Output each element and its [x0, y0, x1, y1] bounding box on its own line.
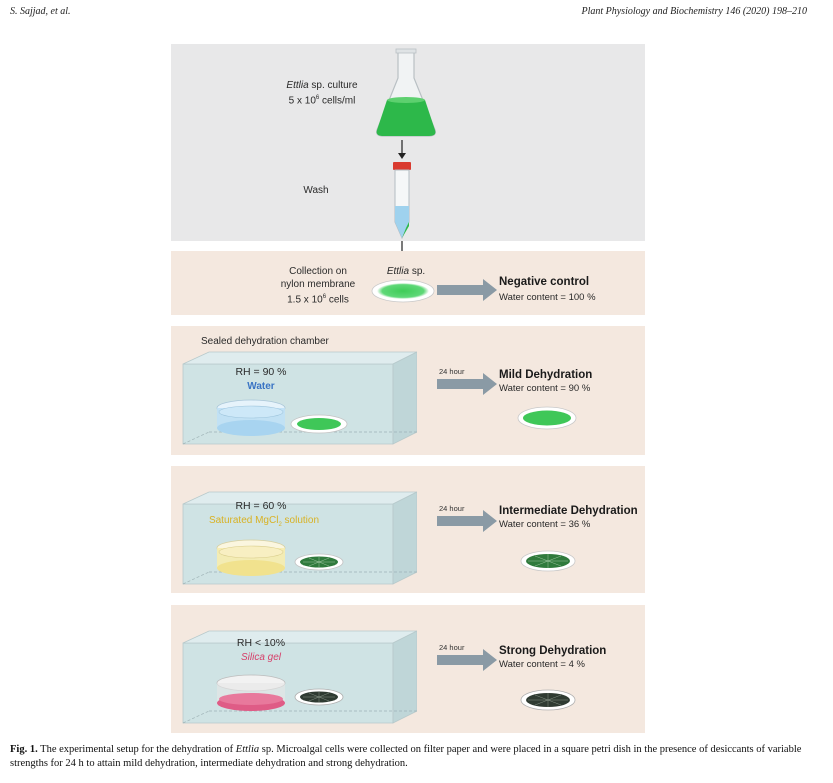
water-desiccant-label: Water	[247, 381, 275, 392]
centrifuge-tube-icon	[393, 162, 411, 240]
mgcl-desiccant-label: Saturated MgCl2 solution	[208, 515, 320, 528]
duration-label: 24 hour	[439, 504, 465, 513]
right-arrow-icon	[437, 373, 497, 395]
panel-culture-wash: Ettlia sp. culture 5 x 106 cells/ml Wash	[171, 44, 645, 262]
right-arrow-icon	[437, 510, 497, 532]
panel-intermediate: RH = 60 % Saturated MgCl2 solution 24 ho…	[171, 466, 645, 593]
running-header-journal: Plant Physiology and Biochemistry 146 (2…	[581, 6, 807, 17]
down-arrow-icon	[398, 140, 406, 159]
panel-collection: Collection on nylon membrane 1.5 x 106 c…	[171, 251, 645, 315]
panel-strong: RH < 10% Silica gel 24 hour Strong Dehyd…	[171, 605, 645, 733]
right-arrow-icon	[437, 279, 497, 301]
right-arrow-icon	[437, 649, 497, 671]
dehydration-chamber-icon	[182, 351, 417, 445]
silica-desiccant-label: Silica gel	[240, 652, 282, 663]
running-header-authors: S. Sajjad, et al.	[10, 6, 71, 17]
rh-10-label: RH < 10%	[236, 637, 286, 649]
species-label: Ettlia sp.	[386, 266, 426, 277]
membrane-icon	[371, 279, 435, 303]
wash-label: Wash	[303, 185, 329, 196]
panel-mild: Sealed dehydration chamber RH = 90 % Wat…	[171, 326, 645, 455]
chamber-label: Sealed dehydration chamber	[201, 336, 329, 347]
intermediate-dehydration-title: Intermediate Dehydration	[499, 505, 638, 517]
strong-dehydration-water: Water content = 4 %	[499, 659, 585, 670]
negative-control-title: Negative control	[499, 276, 590, 288]
mild-dehydration-water: Water content = 90 %	[499, 383, 591, 394]
membrane-icon	[520, 689, 576, 711]
culture-label: Ettlia sp. culture 5 x 106 cells/ml	[286, 80, 358, 107]
erlenmeyer-flask-icon	[376, 48, 436, 137]
collection-label: Collection on nylon membrane 1.5 x 106 c…	[280, 266, 356, 306]
duration-label: 24 hour	[439, 643, 465, 652]
duration-label: 24 hour	[439, 367, 465, 376]
membrane-icon	[517, 406, 577, 430]
strong-dehydration-title: Strong Dehydration	[499, 645, 607, 657]
mild-dehydration-title: Mild Dehydration	[499, 369, 593, 381]
figure-label: Fig. 1.	[10, 744, 38, 755]
rh-90-label: RH = 90 %	[235, 366, 287, 378]
intermediate-dehydration-water: Water content = 36 %	[499, 519, 591, 530]
negative-control-water: Water content = 100 %	[499, 292, 596, 303]
membrane-icon	[520, 550, 576, 572]
rh-60-label: RH = 60 %	[235, 500, 287, 512]
figure-caption: Fig. 1. The experimental setup for the d…	[10, 744, 802, 769]
dehydration-chamber-icon	[182, 630, 417, 724]
dehydration-chamber-icon	[182, 491, 417, 585]
